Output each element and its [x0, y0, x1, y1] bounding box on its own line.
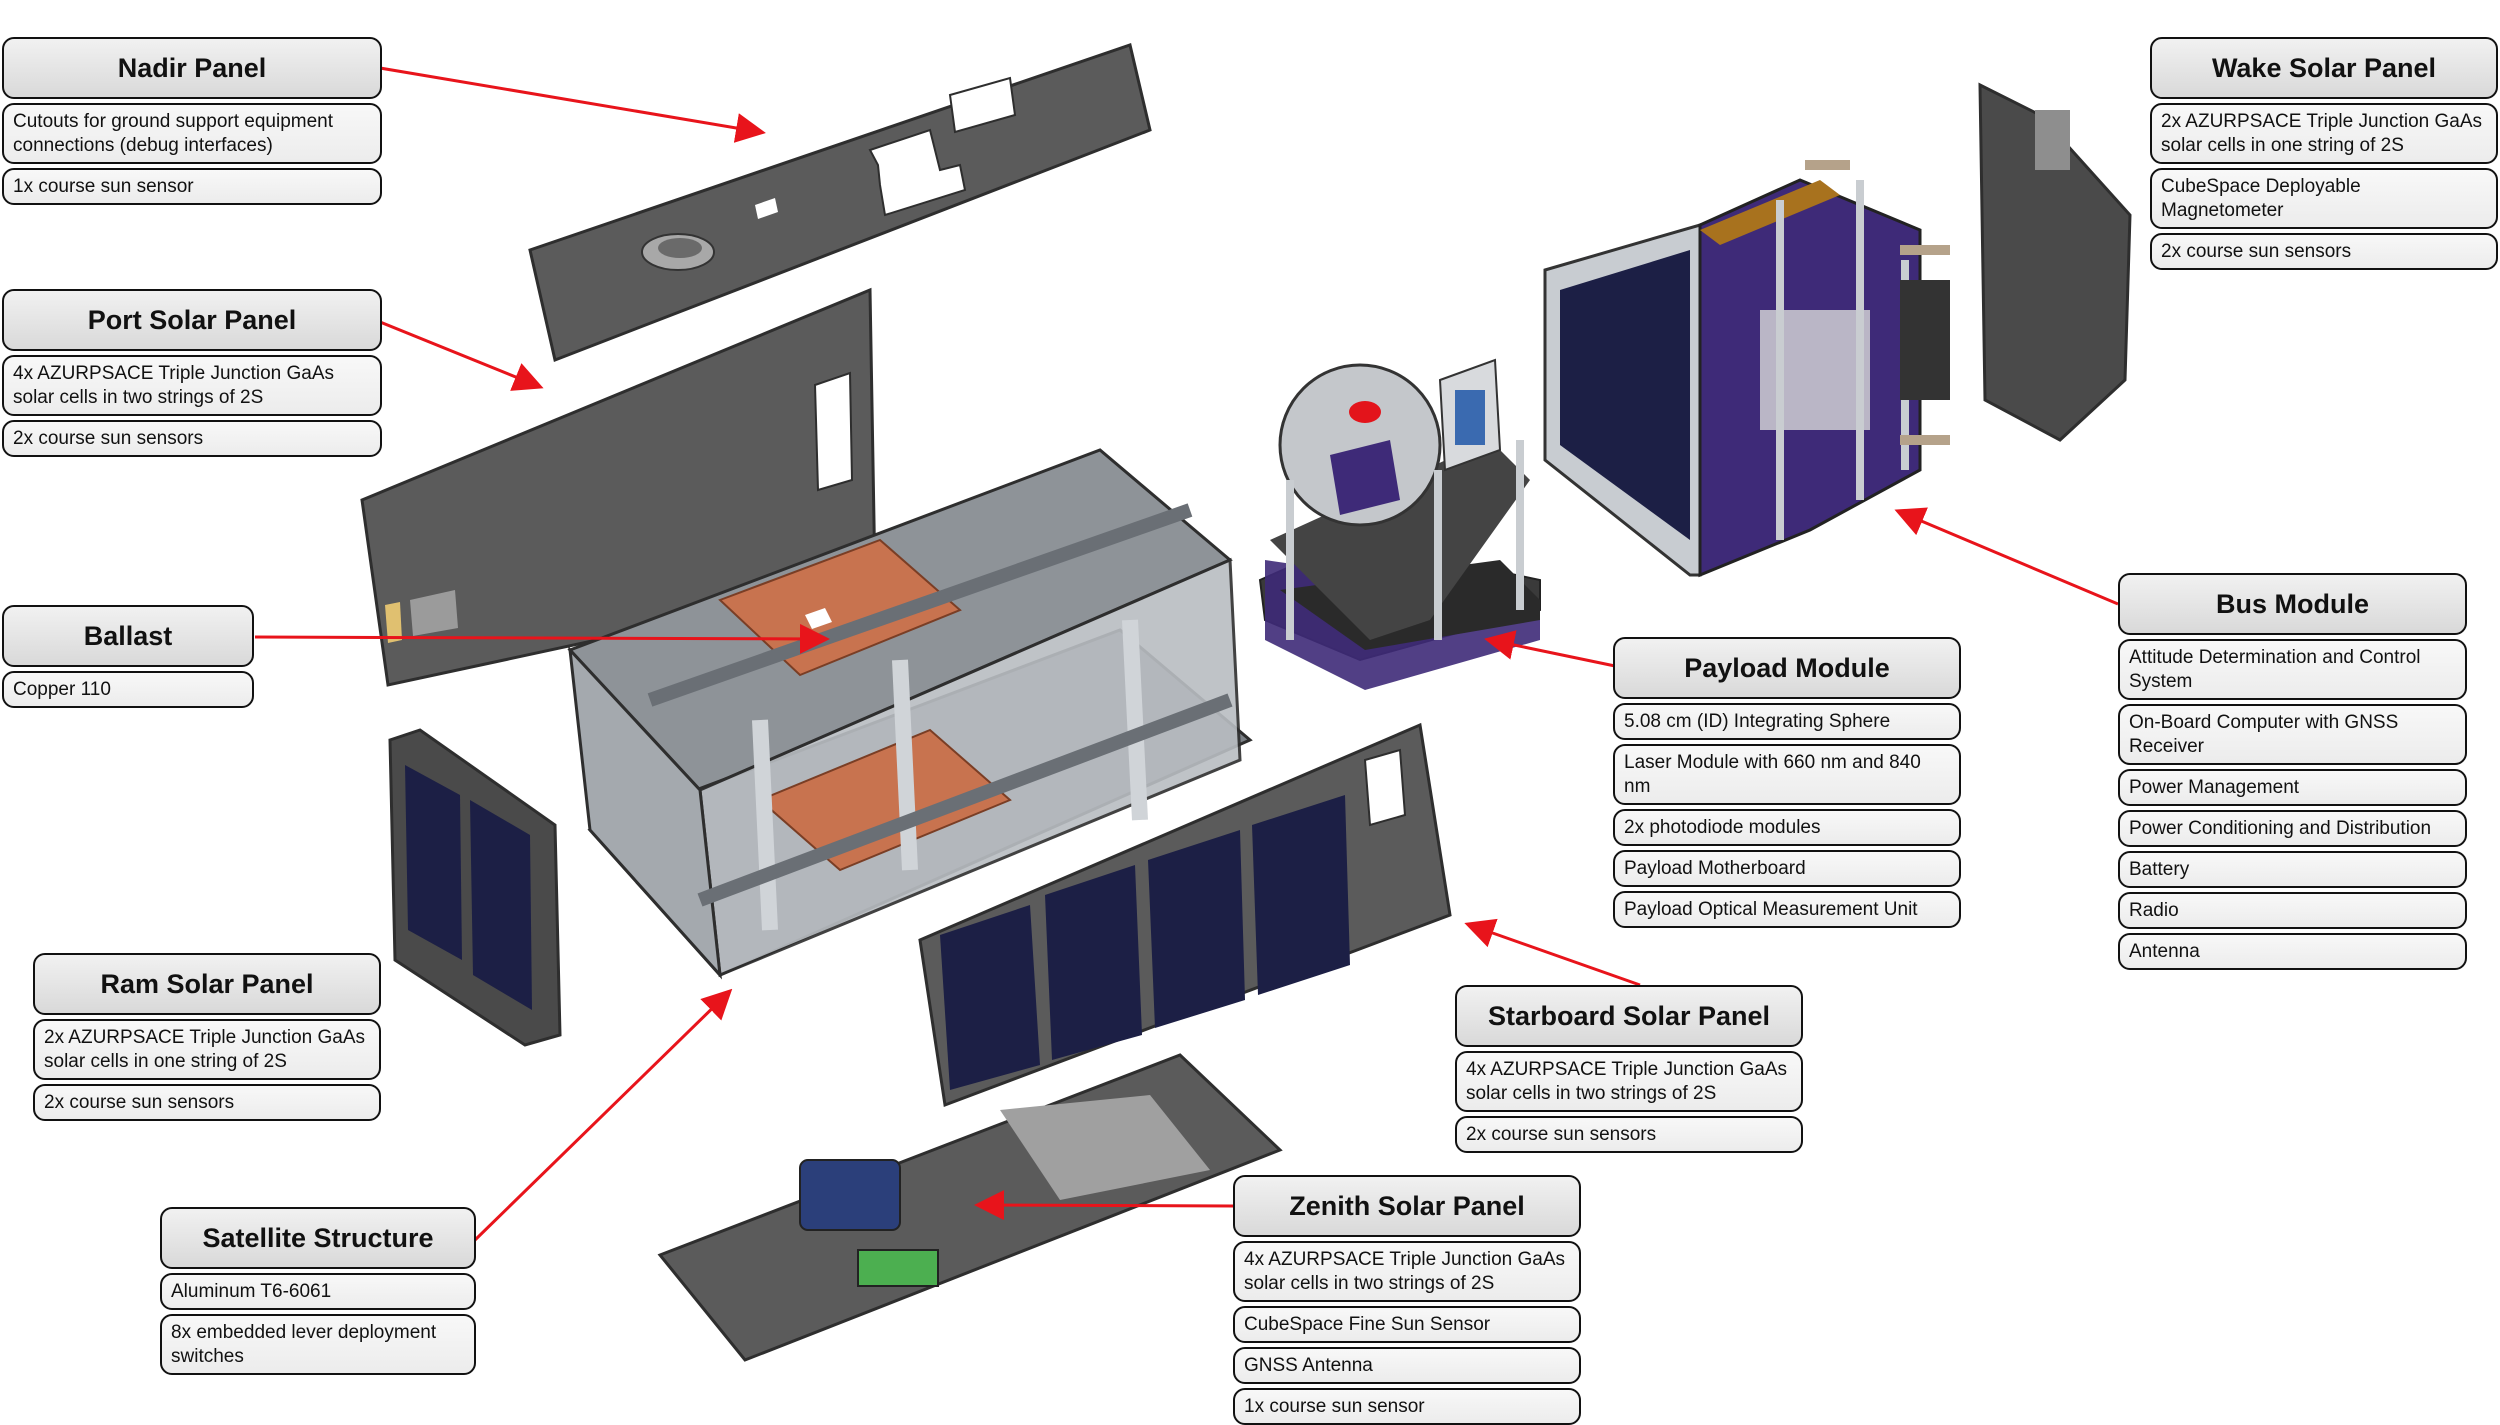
payload-module-part	[1258, 358, 1541, 690]
callout-item: 2x AZURPSACE Triple Junction GaAs solar …	[33, 1019, 381, 1080]
callout-title: Satellite Structure	[160, 1207, 476, 1269]
bus-module-part	[1543, 160, 1950, 578]
callout-item: Payload Optical Measurement Unit	[1613, 891, 1961, 928]
callout-title: Starboard Solar Panel	[1455, 985, 1803, 1047]
callout-item: Laser Module with 660 nm and 840 nm	[1613, 744, 1961, 805]
callout-satellite-structure: Satellite Structure Aluminum T6-6061 8x …	[160, 1207, 476, 1375]
callout-payload-module: Payload Module 5.08 cm (ID) Integrating …	[1613, 637, 1961, 928]
callout-item: 1x course sun sensor	[2, 168, 382, 205]
callout-item: 5.08 cm (ID) Integrating Sphere	[1613, 703, 1961, 740]
callout-title: Ballast	[2, 605, 254, 667]
callout-nadir-panel: Nadir Panel Cutouts for ground support e…	[2, 37, 382, 205]
wake-solar-panel-part	[1978, 82, 2132, 442]
callout-title: Payload Module	[1613, 637, 1961, 699]
callout-item: Radio	[2118, 892, 2467, 929]
nadir-panel-part	[528, 43, 1152, 363]
leader-arrows	[254, 66, 2119, 1242]
starboard-solar-panel-part	[918, 722, 1452, 1108]
callout-item: 1x course sun sensor	[1233, 1388, 1581, 1425]
callout-item: Cutouts for ground support equipment con…	[2, 103, 382, 164]
callout-item: CubeSpace Fine Sun Sensor	[1233, 1306, 1581, 1343]
callout-item: Attitude Determination and Control Syste…	[2118, 639, 2467, 700]
callout-title: Port Solar Panel	[2, 289, 382, 351]
callout-item: Payload Motherboard	[1613, 850, 1961, 887]
callout-title: Ram Solar Panel	[33, 953, 381, 1015]
callout-item: 4x AZURPSACE Triple Junction GaAs solar …	[2, 355, 382, 416]
callout-item: Power Conditioning and Distribution	[2118, 810, 2467, 847]
callout-starboard-solar-panel: Starboard Solar Panel 4x AZURPSACE Tripl…	[1455, 985, 1803, 1153]
ram-solar-panel-part	[388, 728, 562, 1047]
callout-port-solar-panel: Port Solar Panel 4x AZURPSACE Triple Jun…	[2, 289, 382, 457]
callout-bus-module: Bus Module Attitude Determination and Co…	[2118, 573, 2467, 970]
callout-item: Battery	[2118, 851, 2467, 888]
callout-item: 8x embedded lever deployment switches	[160, 1314, 476, 1375]
callout-ballast: Ballast Copper 110	[2, 605, 254, 708]
callout-item: GNSS Antenna	[1233, 1347, 1581, 1384]
callout-title: Wake Solar Panel	[2150, 37, 2498, 99]
callout-wake-solar-panel: Wake Solar Panel 2x AZURPSACE Triple Jun…	[2150, 37, 2498, 270]
callout-ram-solar-panel: Ram Solar Panel 2x AZURPSACE Triple Junc…	[33, 953, 381, 1121]
callout-item: 2x course sun sensors	[33, 1084, 381, 1121]
callout-zenith-solar-panel: Zenith Solar Panel 4x AZURPSACE Triple J…	[1233, 1175, 1581, 1425]
callout-item: 2x course sun sensors	[1455, 1116, 1803, 1153]
callout-item: 2x course sun sensors	[2150, 233, 2498, 270]
callout-item: 2x AZURPSACE Triple Junction GaAs solar …	[2150, 103, 2498, 164]
callout-item: 4x AZURPSACE Triple Junction GaAs solar …	[1233, 1241, 1581, 1302]
callout-item: Copper 110	[2, 671, 254, 708]
callout-title: Nadir Panel	[2, 37, 382, 99]
callout-title: Bus Module	[2118, 573, 2467, 635]
satellite-structure-part	[567, 448, 1253, 980]
callout-item: On-Board Computer with GNSS Receiver	[2118, 704, 2467, 765]
callout-item: 2x photodiode modules	[1613, 809, 1961, 846]
callout-item: 4x AZURPSACE Triple Junction GaAs solar …	[1455, 1051, 1803, 1112]
callout-item: Antenna	[2118, 933, 2467, 970]
callout-item: 2x course sun sensors	[2, 420, 382, 457]
zenith-solar-panel-part	[657, 1053, 1283, 1362]
callout-item: CubeSpace Deployable Magnetometer	[2150, 168, 2498, 229]
callout-item: Power Management	[2118, 769, 2467, 806]
callout-item: Aluminum T6-6061	[160, 1273, 476, 1310]
callout-title: Zenith Solar Panel	[1233, 1175, 1581, 1237]
